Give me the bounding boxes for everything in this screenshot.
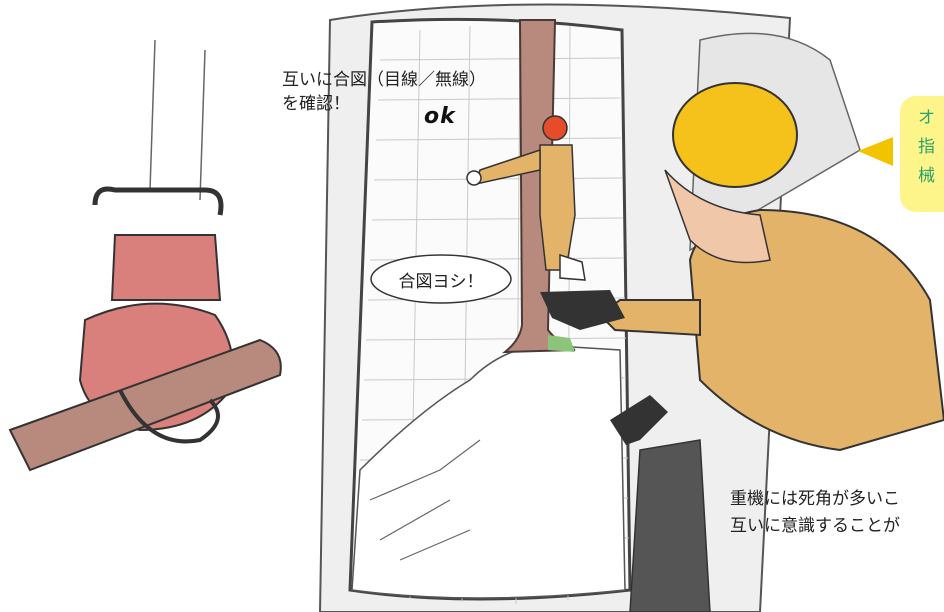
note-box [900,96,944,212]
grapple-attachment [8,39,282,472]
distant-worker [466,115,586,281]
speech-bubble [370,254,512,304]
ok-mark: ok [424,104,456,129]
note-text: オ 指 械 [918,108,935,186]
helmet [672,82,798,188]
operator [540,82,944,612]
note-arrow [858,137,893,166]
caption-top: 互いに合図（目線／無線） を確認！ [282,70,486,114]
speech-bubble-text: 合図ヨシ！ [398,271,484,292]
caption-bottom: 重機には死角が多いこ 互いに意識することが [730,489,900,536]
